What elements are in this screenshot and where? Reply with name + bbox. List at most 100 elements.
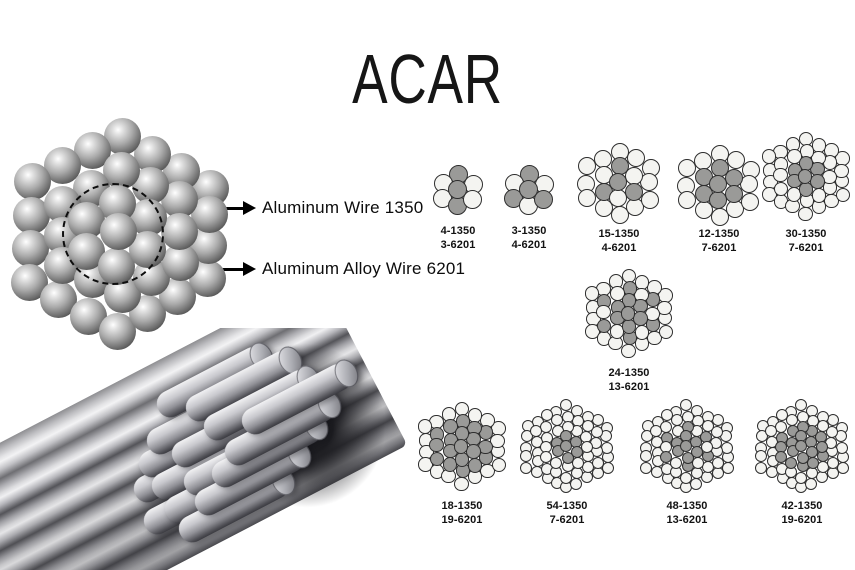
wire-1350: [795, 399, 808, 412]
wire-1350: [805, 477, 817, 490]
wire-1350: [678, 190, 697, 209]
wire-1350: [722, 461, 735, 474]
wire-1350: [560, 472, 573, 485]
wire-1350: [690, 477, 702, 490]
wire-1350: [680, 472, 693, 485]
wire-1350: [740, 192, 759, 211]
wire-6201: [624, 183, 643, 202]
wire-6201: [679, 440, 692, 453]
wire-6201: [609, 173, 628, 192]
wire-1350: [677, 159, 696, 178]
callout-label: Aluminum Alloy Wire 6201: [262, 259, 466, 278]
right-arrow-icon: [243, 201, 256, 215]
wire-6201: [570, 446, 583, 459]
wire-6201: [690, 446, 703, 459]
wire-6201: [596, 318, 612, 334]
wire-6201: [561, 451, 574, 464]
wire-1350: [454, 476, 469, 492]
aluminum-strand-sphere: [161, 213, 199, 251]
right-arrow-icon: [243, 262, 256, 276]
wire-6201: [681, 451, 694, 464]
wire-6201: [810, 174, 825, 189]
wire-6201: [559, 440, 572, 453]
wire-1350: [761, 149, 777, 164]
wire-1350: [584, 286, 600, 301]
wire-1350: [834, 163, 849, 179]
wire-1350: [640, 172, 659, 191]
wire-6201: [453, 439, 469, 454]
wire-1350: [602, 461, 615, 474]
aluminum-strand-sphere: [13, 163, 51, 201]
wire-1350: [519, 450, 532, 463]
wire-6201: [448, 180, 468, 200]
wire-1350: [795, 472, 808, 485]
wire-1350: [692, 457, 705, 470]
wire-1350: [773, 181, 789, 197]
wire-6201: [466, 444, 481, 459]
wire-6201: [620, 306, 636, 321]
wire-1350: [835, 187, 851, 203]
wire-1350: [417, 419, 433, 434]
page-title: ACAR: [352, 40, 503, 118]
wire-1350: [621, 343, 636, 359]
stranded-cable-photo: [0, 328, 432, 570]
wire-6201: [519, 180, 539, 200]
wire-1350: [639, 450, 652, 463]
wire-6201: [797, 169, 813, 184]
wire-6201: [429, 437, 444, 453]
wire-6201: [429, 451, 445, 467]
callout-label: Aluminum Wire 1350: [262, 198, 424, 217]
wire-1350: [827, 457, 840, 470]
wire-1350: [560, 399, 573, 412]
wire-1350: [680, 399, 693, 412]
wire-1350: [837, 461, 850, 474]
wire-1350: [572, 457, 585, 470]
wire-6201: [709, 175, 728, 194]
wire-1350: [726, 151, 745, 170]
aluminum-strand-sphere: [162, 243, 200, 281]
wire-1350: [462, 190, 482, 210]
wire-1350: [740, 174, 759, 193]
wire-1350: [640, 190, 659, 209]
core-dashed-circle: [62, 183, 164, 285]
wire-1350: [596, 304, 611, 320]
wire-6201: [794, 440, 807, 453]
aluminum-strand-sphere: [12, 230, 50, 268]
wire-1350: [491, 457, 507, 473]
wire-6201: [724, 185, 743, 204]
wire-6201: [659, 451, 672, 464]
wire-1350: [634, 325, 650, 340]
wire-1350: [811, 188, 827, 203]
wire-1350: [657, 300, 672, 316]
wire-6201: [805, 446, 818, 459]
wire-1350: [798, 206, 813, 222]
wire-1350: [712, 457, 725, 470]
wire-1350: [592, 457, 605, 470]
wire-1350: [754, 450, 767, 463]
wire-6201: [633, 311, 648, 326]
wire-6201: [774, 451, 787, 464]
wire-1350: [490, 433, 505, 449]
wire-6201: [467, 458, 483, 473]
wire-1350: [577, 157, 596, 176]
wire-1350: [658, 324, 674, 340]
wire-6201: [533, 190, 553, 210]
wire-1350: [570, 477, 582, 490]
